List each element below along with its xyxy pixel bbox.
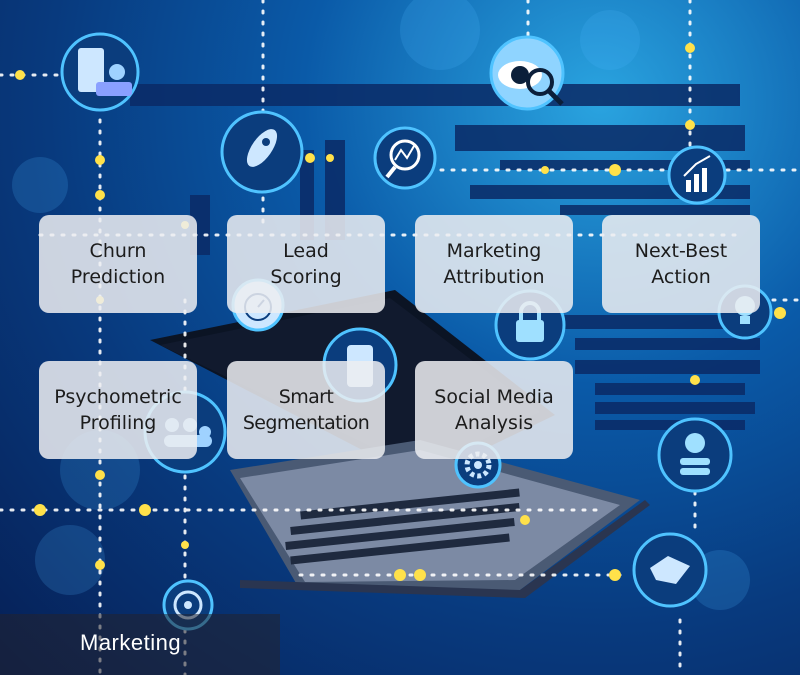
- data-bars: [130, 84, 760, 430]
- card-label: Social Media Analysis: [434, 386, 554, 434]
- card-marketing-attribution: Marketing Attribution: [415, 215, 573, 313]
- rocket-icon: [220, 110, 304, 194]
- eye-search-icon: [489, 35, 565, 111]
- card-label: Lead Scoring: [270, 240, 342, 288]
- caption-bar: Marketing: [0, 614, 280, 675]
- laptop-icon: [150, 290, 650, 598]
- card-label: Smart Segmentation: [242, 386, 370, 434]
- card-label: Churn Prediction: [70, 240, 166, 288]
- coin-stack-icon: [657, 417, 733, 493]
- card-social-media-analysis: Social Media Analysis: [415, 361, 573, 459]
- card-smart-segmentation: Smart Segmentation: [227, 361, 385, 459]
- card-psychometric-profiling: Psychometric Profiling: [39, 361, 197, 459]
- card-next-best-action: Next-Best Action: [602, 215, 760, 313]
- caption-text: Marketing: [80, 630, 182, 655]
- card-label: Marketing Attribution: [443, 240, 545, 288]
- card-label: Next-Best Action: [634, 240, 728, 288]
- card-churn-prediction: Churn Prediction: [39, 215, 197, 313]
- handshake-icon: [632, 532, 708, 608]
- card-label: Psychometric Profiling: [54, 386, 182, 434]
- money-phone-icon: [60, 32, 140, 112]
- line-chart-search-icon: [373, 126, 437, 190]
- growth-chart-icon: [667, 145, 727, 205]
- card-lead-scoring: Lead Scoring: [227, 215, 385, 313]
